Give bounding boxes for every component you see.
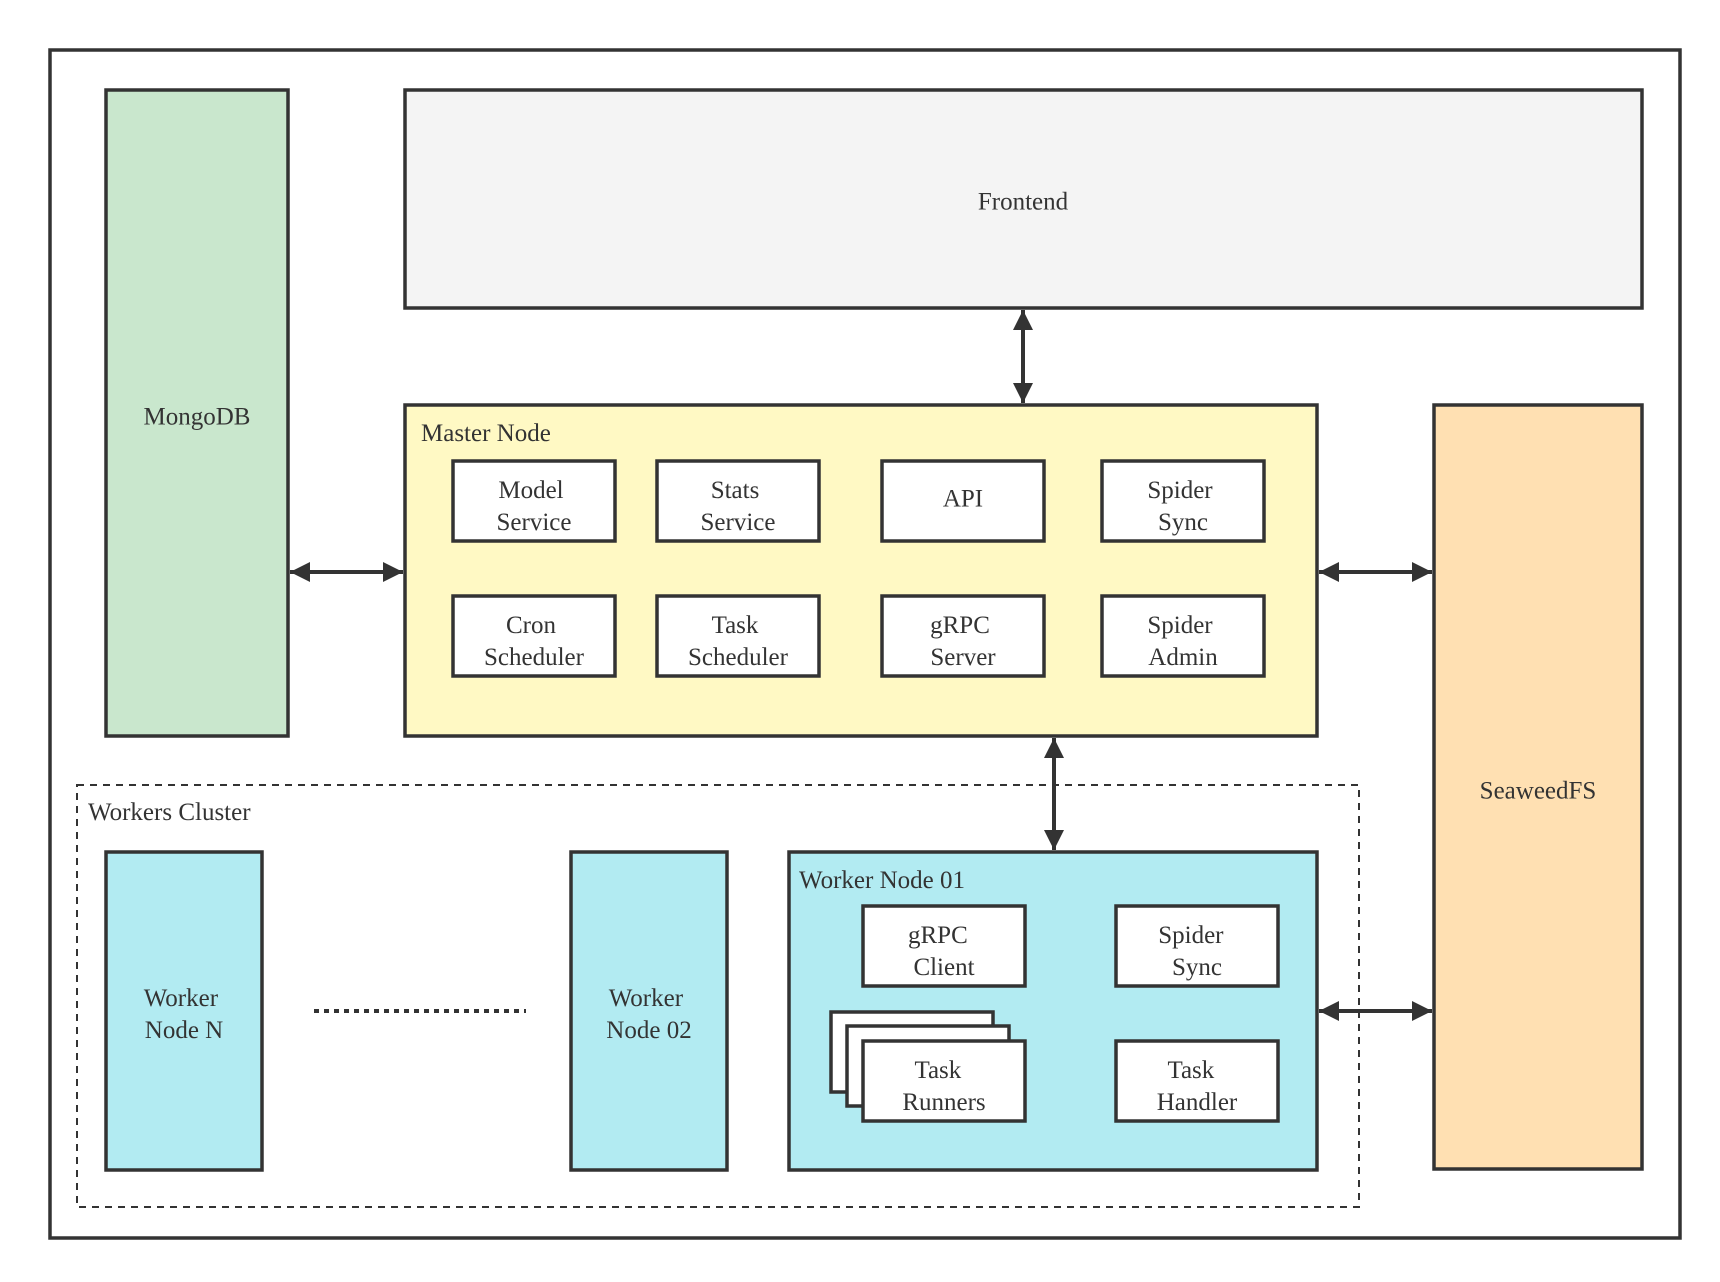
master-component-line: Service	[701, 509, 776, 536]
worker-node-02-rect	[569, 850, 729, 1172]
master-node-rect	[403, 403, 1319, 738]
grpc-client-line-1: gRPC	[908, 922, 968, 949]
mongodb-label: MongoDB	[144, 404, 251, 431]
worker-node-n-line-2: Node N	[145, 1017, 223, 1044]
worker-spider-sync-line-1: Spider	[1158, 922, 1224, 949]
frontend-box[interactable]: Frontend	[403, 88, 1644, 310]
mongodb-box[interactable]: MongoDB	[104, 88, 290, 738]
master-component-rect	[451, 459, 617, 543]
task-handler-line-1: Task	[1167, 1057, 1214, 1084]
worker-node-02-line-1: Worker	[609, 985, 684, 1012]
worker-node-02[interactable]: Worker Node 02	[569, 850, 729, 1172]
master-component-line: Model	[498, 477, 563, 504]
master-component-line: Stats	[711, 477, 760, 504]
task-handler-label: Task Handler	[1157, 1057, 1238, 1116]
worker-node-n[interactable]: Worker Node N	[104, 850, 264, 1172]
worker-spider-sync-line-2: Sync	[1172, 954, 1222, 981]
worker-node-02-line-2: Node 02	[606, 1017, 691, 1044]
worker-node-n-label: Worker Node N	[144, 985, 225, 1044]
master-node-title: Master Node	[421, 420, 551, 447]
worker-spider-sync-box[interactable]: Spider Sync	[1114, 904, 1280, 988]
master-component-line: Sync	[1158, 509, 1208, 536]
task-runners-line-1: Task	[914, 1057, 961, 1084]
seaweedfs-rect	[1432, 403, 1644, 1171]
master-component-rect	[880, 594, 1046, 678]
master-component-line: Scheduler	[688, 644, 789, 671]
task-runners-front-rect	[861, 1039, 1027, 1123]
master-component-rect	[1100, 594, 1266, 678]
frontend-rect	[403, 88, 1644, 310]
worker-node-n-rect	[104, 850, 264, 1172]
worker-spider-sync-rect	[1114, 904, 1280, 988]
master-component-box[interactable]: API	[880, 459, 1046, 543]
task-handler-box[interactable]: Task Handler	[1114, 1039, 1280, 1123]
master-component-rect	[880, 459, 1046, 543]
task-runners-stack[interactable]: Task Runners	[829, 1010, 1027, 1123]
task-handler-line-2: Handler	[1157, 1089, 1238, 1116]
master-component-rect	[451, 594, 617, 678]
workers-cluster-border	[76, 784, 1360, 1208]
master-component-line: Task	[712, 612, 759, 639]
worker-spider-sync-label: Spider Sync	[1158, 922, 1230, 981]
master-component-rect	[655, 594, 821, 678]
workers-cluster-title: Workers Cluster	[88, 799, 251, 826]
seaweedfs-label: SeaweedFS	[1480, 778, 1597, 805]
master-component-label: gRPC Server	[930, 612, 996, 671]
master-component-line: Server	[930, 644, 996, 671]
grpc-client-rect	[861, 904, 1027, 988]
master-component-rect	[655, 459, 821, 543]
master-component-box[interactable]: gRPC Server	[880, 594, 1046, 678]
grpc-client-box[interactable]: gRPC Client	[861, 904, 1027, 988]
worker-node-02-label: Worker Node 02	[606, 985, 691, 1044]
worker-node-01[interactable]: Worker Node 01 gRPC Client Spider Sync T…	[787, 850, 1319, 1172]
master-component-line: gRPC	[930, 612, 990, 639]
grpc-client-line-2: Client	[913, 954, 974, 981]
master-component-line: Spider	[1147, 477, 1213, 504]
master-component-line: Cron	[506, 612, 557, 639]
master-component-line: Scheduler	[484, 644, 585, 671]
task-runners-line-2: Runners	[902, 1089, 985, 1116]
mongodb-rect	[104, 88, 290, 738]
master-component-rect	[1100, 459, 1266, 543]
workers-cluster[interactable]: Workers Cluster	[76, 784, 1360, 1208]
grpc-client-label: gRPC Client	[908, 922, 975, 981]
master-component-line: Spider	[1147, 612, 1213, 639]
worker-node-01-title: Worker Node 01	[799, 867, 965, 894]
frontend-label: Frontend	[978, 189, 1069, 216]
task-handler-rect	[1114, 1039, 1280, 1123]
master-component-line: Admin	[1148, 644, 1218, 671]
master-component-line: Service	[497, 509, 572, 536]
seaweedfs-box[interactable]: SeaweedFS	[1432, 403, 1644, 1171]
worker-node-n-line-1: Worker	[144, 985, 219, 1012]
task-runners-label: Task Runners	[902, 1057, 985, 1116]
master-component-label: API	[943, 486, 983, 513]
